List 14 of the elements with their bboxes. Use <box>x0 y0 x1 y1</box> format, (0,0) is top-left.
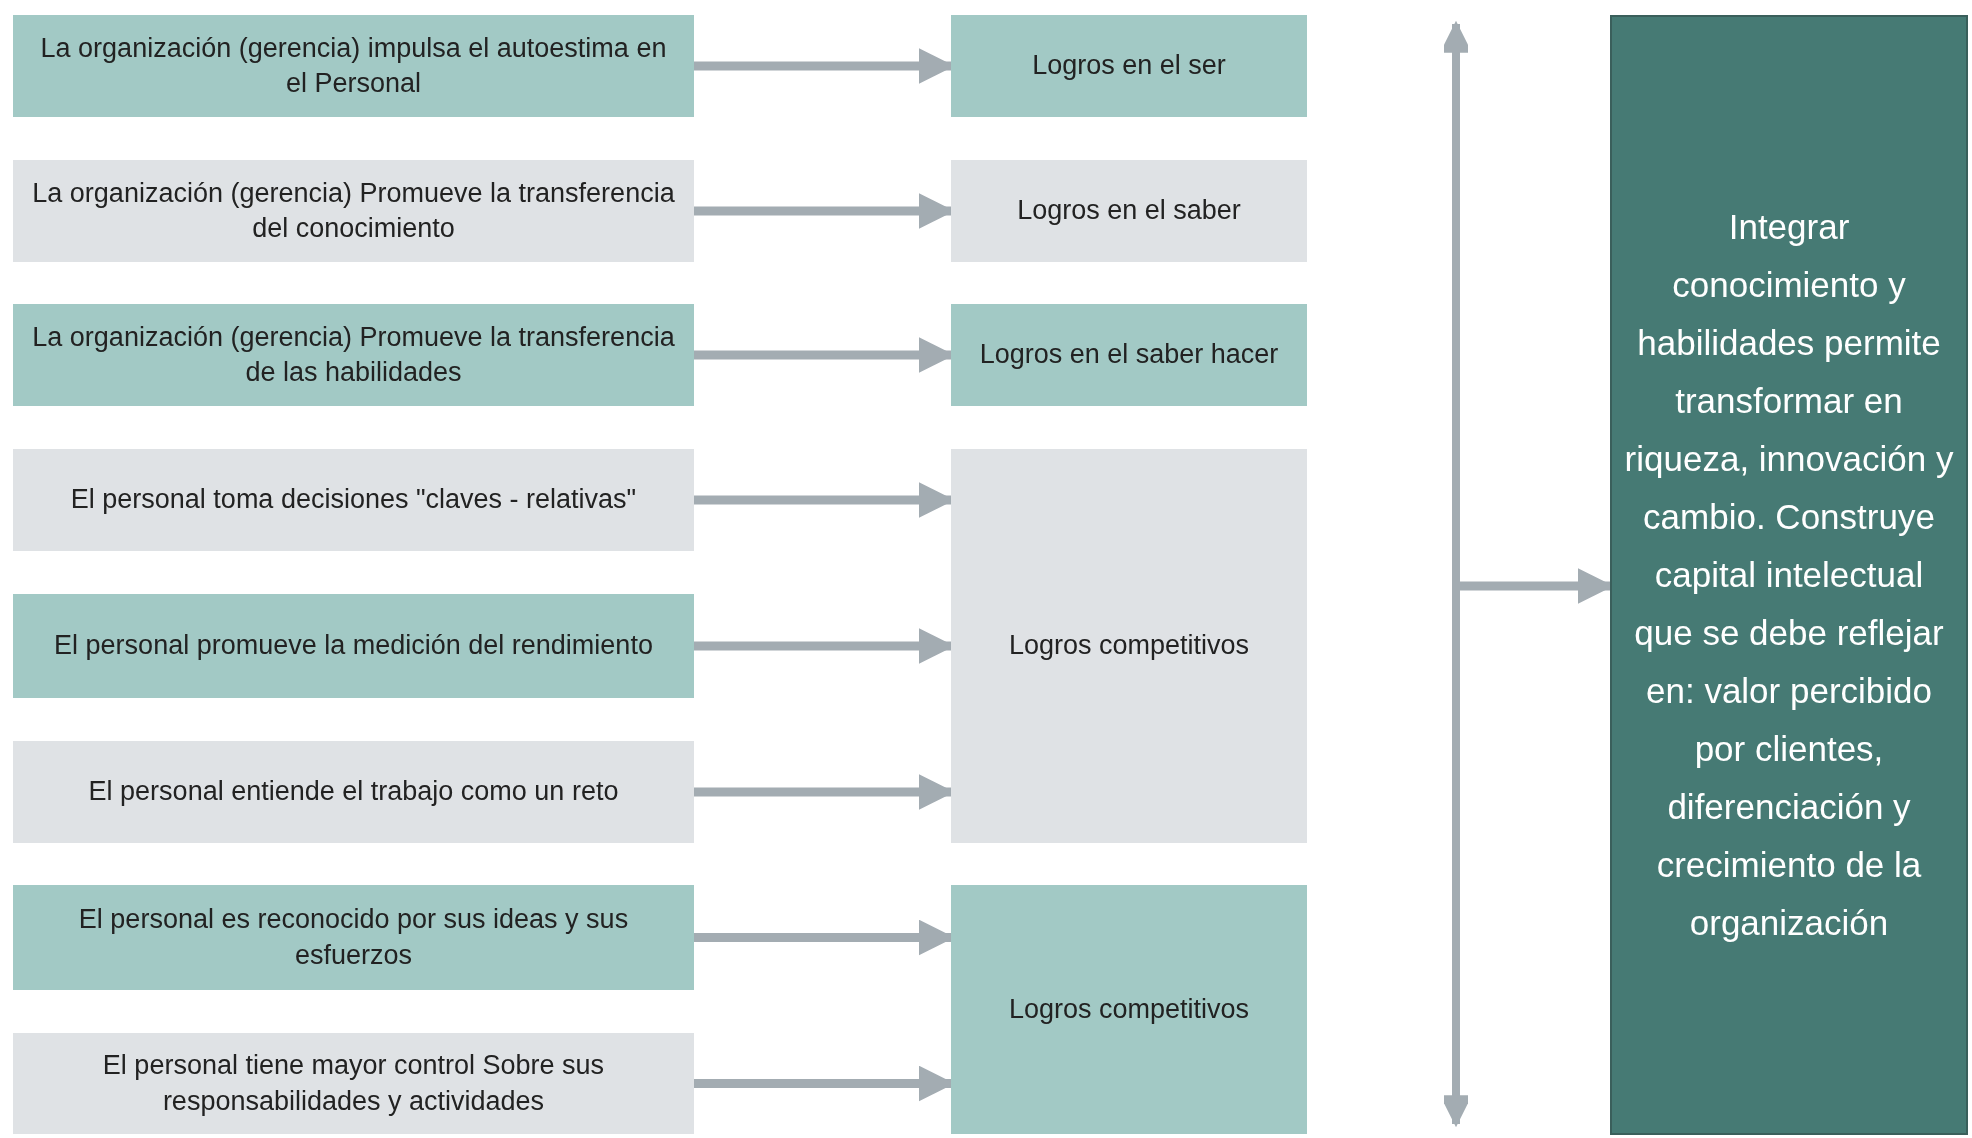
process-box: La organización (gerencia) Promueve la transferencia del conocimiento <box>13 160 694 262</box>
process-box: El personal toma decisiones "claves - relativas" <box>13 449 694 551</box>
process-box: Logros competitivos <box>951 885 1307 1134</box>
process-box: El personal entiende el trabajo como un reto <box>13 741 694 843</box>
process-box: Logros en el saber <box>951 160 1307 262</box>
process-box: Logros en el saber hacer <box>951 304 1307 406</box>
process-box: Logros competitivos <box>951 449 1307 843</box>
process-box: El personal es reconocido por sus ideas y sus esfuerzos <box>13 885 694 990</box>
summary-box: Integrar conocimiento y habilidades permite transformar en riqueza, innovación y cambio. Construye capital intelectual que se debe reflejar en: valor percibido por clientes, diferenciación y crecimiento de la organización <box>1610 15 1968 1135</box>
process-box: La organización (gerencia) impulsa el autoestima en el Personal <box>13 15 694 117</box>
process-box: La organización (gerencia) Promueve la transferencia de las habilidades <box>13 304 694 406</box>
process-box: Logros en el ser <box>951 15 1307 117</box>
process-box: El personal promueve la medición del rendimiento <box>13 594 694 698</box>
process-box: El personal tiene mayor control Sobre sus responsabilidades y actividades <box>13 1033 694 1134</box>
